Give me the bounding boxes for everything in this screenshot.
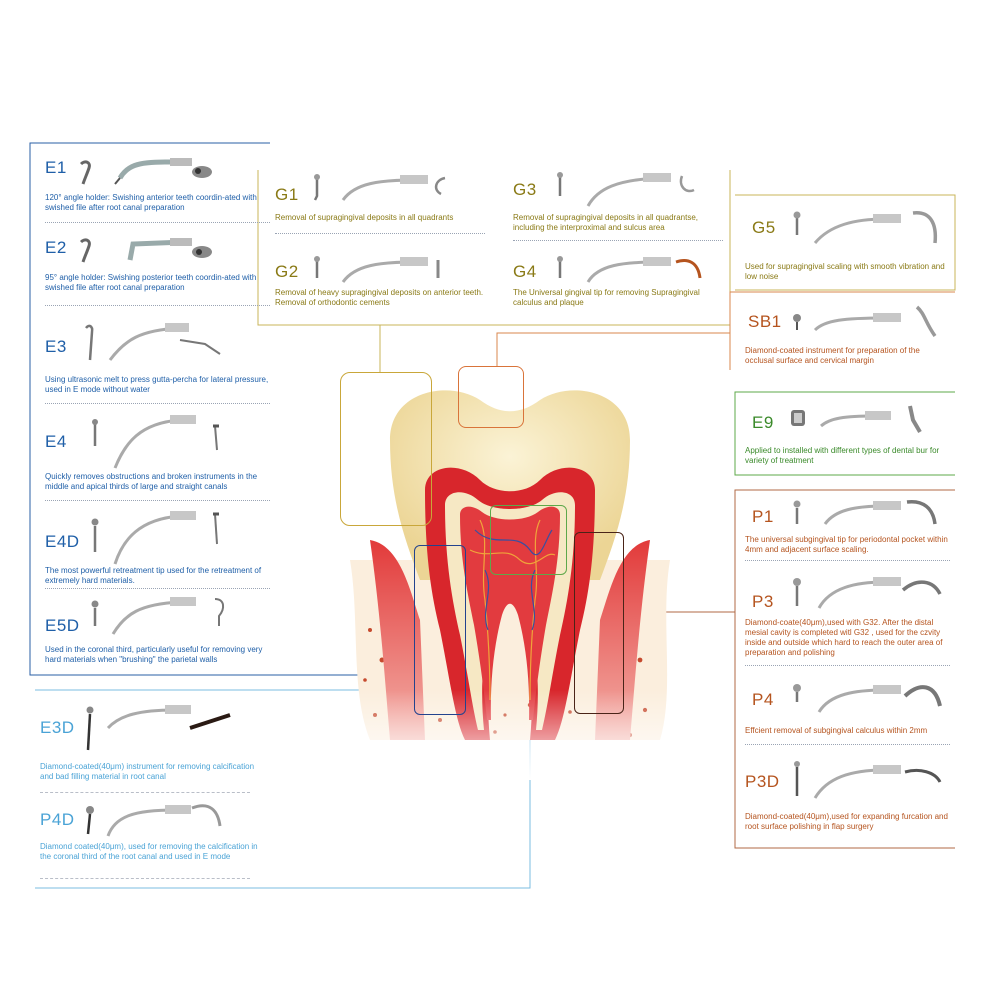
crown-highlight-box — [340, 372, 432, 526]
p4d-instrument-icons — [86, 804, 222, 837]
separator — [40, 792, 250, 793]
tip-desc-e9: Applied to installed with different type… — [745, 446, 940, 465]
tip-name-g4: G4 — [513, 262, 537, 281]
tip-name-p3: P3 — [752, 592, 774, 611]
tip-name-e3: E3 — [45, 337, 67, 356]
pulp-chamber — [460, 506, 560, 720]
g1-instrument-icons — [313, 174, 446, 201]
separator — [45, 500, 270, 501]
top-center-panel-frame — [257, 170, 731, 326]
g3-instrument-icons — [557, 172, 695, 207]
tip-desc-g2: Removal of heavy supragingival deposits … — [275, 288, 484, 307]
tip-desc-e4d: The most powerful retreatment tip used f… — [45, 566, 262, 585]
separator — [745, 744, 950, 745]
separator — [745, 560, 950, 561]
tip-desc-e3d: Diamond-coated(40μm) instrument for remo… — [40, 762, 255, 781]
e1-instrument-icons — [79, 158, 212, 185]
tip-desc-g4: The Universal gingival tip for removing … — [513, 288, 700, 307]
tip-name-e5d: E5D — [45, 616, 80, 635]
p3d-instrument-icons — [794, 761, 942, 799]
tip-desc-p4d: Diamond coated(40μm), used for removing … — [40, 842, 258, 861]
tip-name-p4: P4 — [752, 690, 774, 709]
e2-instrument-icons — [79, 238, 212, 263]
g4-instrument-icons — [557, 256, 702, 283]
occlusal-highlight-box — [458, 366, 524, 428]
tip-name-e1: E1 — [45, 158, 67, 177]
tip-name-e3d: E3D — [40, 718, 75, 737]
tip-desc-p3d: Diamond-coated(40μm),used for expanding … — [745, 812, 948, 831]
p-panel-frame — [734, 489, 955, 849]
separator — [40, 878, 250, 879]
root-left-highlight-box — [414, 545, 466, 715]
bottom-fade — [330, 690, 690, 780]
tip-name-e4d: E4D — [45, 532, 80, 551]
tip-desc-p4: Effcient removal of subgingival calculus… — [745, 726, 928, 735]
tip-name-e4: E4 — [45, 432, 67, 451]
separator — [45, 305, 270, 306]
p3-instrument-icons — [793, 577, 942, 609]
separator — [275, 233, 485, 234]
separator — [745, 665, 950, 666]
tip-name-g2: G2 — [275, 262, 299, 281]
tip-desc-sb1: Diamond-coated instrument for preparatio… — [745, 346, 920, 365]
tip-desc-g5: Used for supragingival scaling with smoo… — [745, 262, 945, 281]
e9-instrument-icons — [791, 405, 922, 434]
tip-name-g5: G5 — [752, 218, 776, 237]
e5d-instrument-icons — [91, 597, 225, 635]
tip-desc-e3: Using ultrasonic melt to press gutta-per… — [45, 375, 269, 394]
separator — [45, 222, 270, 223]
tip-desc-e1: 120° angle holder: Swishing anterior tee… — [45, 193, 257, 212]
e3-instrument-icons — [85, 323, 221, 361]
nerve-lines — [469, 519, 556, 701]
bottom-left-panel-frame — [35, 689, 531, 889]
tip-desc-g3: Removal of supragingival deposits in all… — [513, 213, 698, 232]
g2-instrument-icons — [314, 256, 440, 283]
tip-desc-e4: Quickly removes obstructions and broken … — [45, 472, 258, 491]
tip-name-g3: G3 — [513, 180, 537, 199]
separator — [45, 588, 270, 589]
tip-desc-e5d: Used in the coronal third, particularly … — [45, 645, 263, 664]
e9-panel-frame — [734, 391, 955, 476]
tip-name-sb1: SB1 — [748, 312, 782, 331]
e3d-instrument-icons — [86, 705, 231, 751]
separator — [45, 403, 270, 404]
tip-name-p3d: P3D — [745, 772, 780, 791]
tip-desc-e2: 95° angle holder: Swishing posterior tee… — [45, 273, 257, 292]
separator — [513, 240, 723, 241]
g5-instrument-icons — [793, 211, 938, 244]
sb1-instrument-icons — [793, 305, 937, 338]
pulp-highlight-box — [490, 505, 567, 575]
tip-desc-p1: The universal subgingival tip for period… — [745, 535, 948, 554]
tip-desc-g1: Removal of supragingival deposits in all… — [275, 213, 454, 222]
p1-instrument-icons — [793, 499, 937, 525]
tip-name-e2: E2 — [45, 238, 67, 257]
e4d-instrument-icons — [91, 511, 219, 565]
tip-name-g1: G1 — [275, 185, 299, 204]
tip-name-p4d: P4D — [40, 810, 75, 829]
tip-name-e9: E9 — [752, 413, 774, 432]
e4-instrument-icons — [92, 415, 219, 469]
tip-desc-p3: Diamond-coate(40μm),used with G32. After… — [745, 618, 943, 657]
tip-name-p1: P1 — [752, 507, 774, 526]
root-right-highlight-box — [574, 532, 624, 714]
tooth-illustration — [330, 390, 690, 780]
g5-panel-frame — [735, 194, 956, 291]
p4-instrument-icons — [793, 684, 942, 713]
